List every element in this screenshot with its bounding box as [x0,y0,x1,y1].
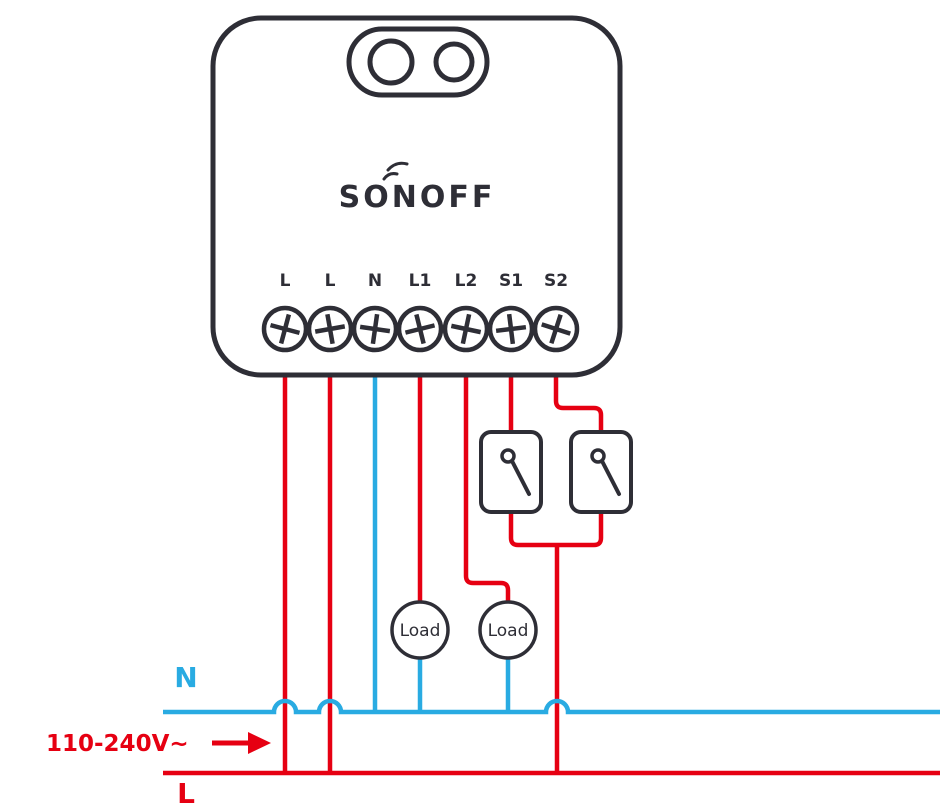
device-button-left [367,38,415,86]
screw-terminal [487,305,535,353]
load-1: Load [390,600,450,660]
terminal-label-l2: L2 [455,271,478,291]
load-2-label: Load [488,621,529,641]
wall-switch-1 [479,430,543,514]
brand-logo-text: SONOFF [339,180,496,215]
voltage-arrow-head-icon [248,732,271,754]
screw-terminal [442,305,490,353]
terminal-label-s2: S2 [544,271,568,291]
neutral-mains-line [163,698,940,715]
terminal-label-n: N [368,271,382,291]
wifi-arc-large-icon [386,161,409,172]
wire-s2-to-switch2 [553,375,604,432]
switch-lever-icon [600,459,621,496]
device-body [210,15,623,378]
screw-terminal [351,305,399,353]
screw-terminal [396,305,444,353]
switch-pivot-icon [500,448,516,464]
screw-terminal-row [261,305,580,353]
wall-switch-2 [569,430,633,514]
terminal-label-s1: S1 [499,271,523,291]
terminal-label-l1: L1 [409,271,432,291]
terminal-label-l2in: L [325,271,336,291]
wire-switch-bottom-link [508,512,604,548]
screw-terminal [532,305,580,353]
terminal-label-row: L L N L1 L2 S1 S2 [280,271,568,291]
screw-terminal [261,305,309,353]
voltage-callout: 110-240V~ [46,731,271,757]
switch-pivot-icon [590,448,606,464]
voltage-label: 110-240V~ [46,731,189,757]
live-line-label: L [177,777,195,806]
screw-terminal [306,305,354,353]
wifi-arc-small-icon [382,172,399,181]
load-1-label: Load [400,621,441,641]
load-2: Load [478,600,538,660]
switch-lever-icon [510,459,531,496]
neutral-line-label: N [174,661,197,694]
terminal-label-l1in: L [280,271,291,291]
device-button-right [433,41,475,83]
wire-l2-to-load2 [463,375,511,602]
